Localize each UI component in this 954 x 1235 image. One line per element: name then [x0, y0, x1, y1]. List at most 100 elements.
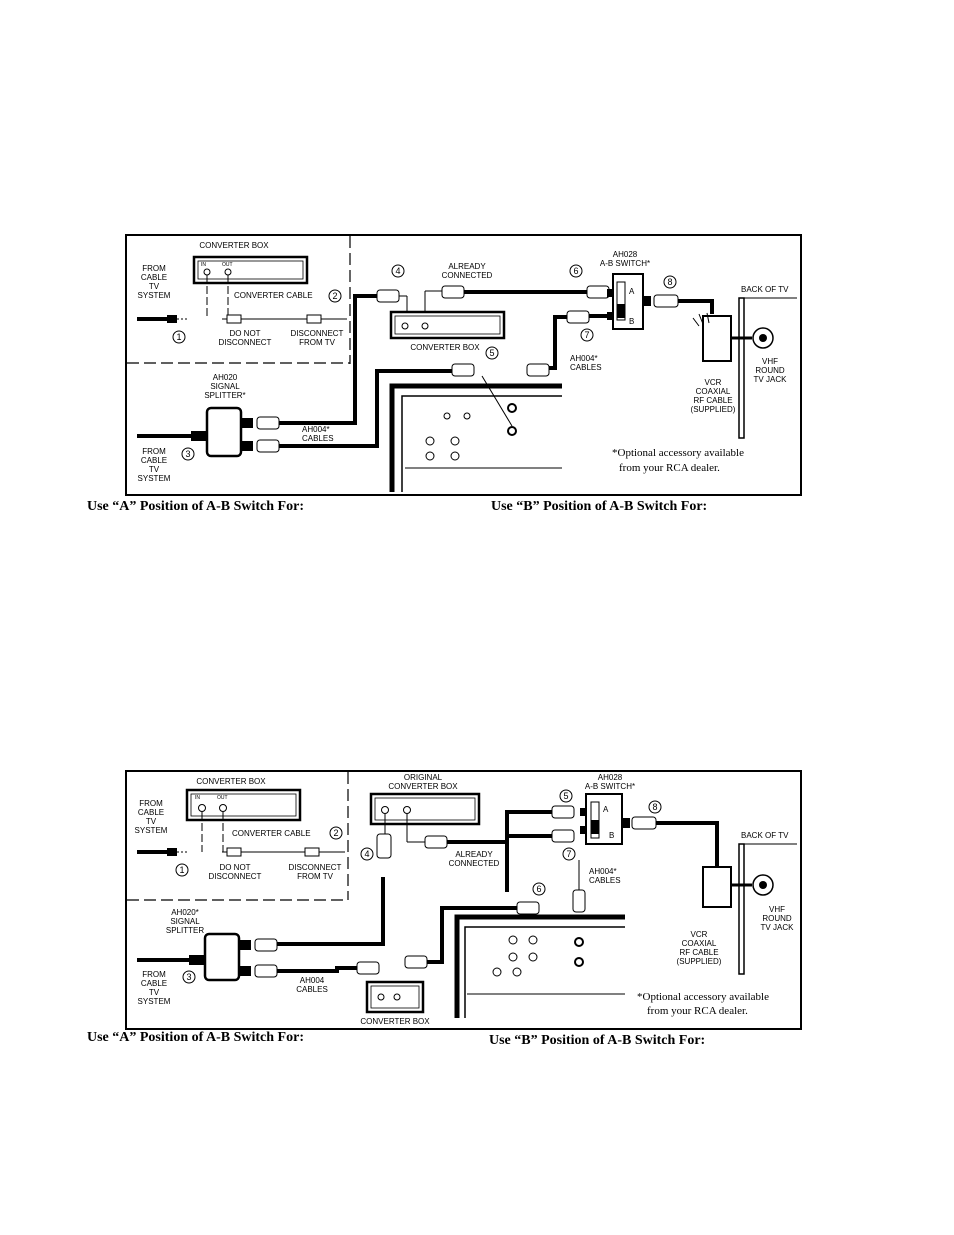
label-diagram2-numbers-6: 7 [566, 849, 571, 859]
callout-1 [172, 330, 186, 344]
vcr-back-panel [389, 383, 562, 492]
path-shape [447, 810, 552, 844]
label-diagram2-labels-original-1: ORIGINAL [404, 773, 443, 782]
rect-shape [404, 955, 428, 969]
label-diagram2-labels-vhf-2: ROUND [762, 914, 792, 923]
label-diagram2-labels-from-cable-1: FROM [139, 799, 163, 808]
rect-shape [190, 793, 297, 817]
label-diagram2-numbers-3: 4 [364, 849, 369, 859]
label-diagram2-labels-from-cable-b-4: SYSTEM [138, 997, 171, 1006]
circle-shape [508, 935, 518, 945]
circle-shape [528, 952, 538, 962]
rect-shape [203, 932, 241, 982]
label-diagram1-labels-from-cable-2: CABLE [141, 273, 167, 282]
rect-shape [254, 964, 278, 978]
label-diagram2-labels-disc-1: DISCONNECT [289, 863, 342, 872]
label-diagram1-labels-switch-b: B [629, 317, 634, 326]
label-diagram2-labels-original-2: CONVERTER BOX [388, 782, 458, 791]
rect-shape [424, 835, 448, 849]
label-diagram1-numbers-0: 1 [176, 332, 181, 342]
circle-shape [360, 847, 374, 861]
circle-shape [450, 436, 460, 446]
label-diagram1-labels-vcr-1: VCR [705, 378, 722, 387]
rect-shape [254, 938, 278, 952]
callout-7 [580, 328, 594, 342]
tv-back-panel [738, 297, 745, 439]
rect-shape [441, 285, 465, 299]
circle-shape [425, 451, 435, 461]
path-shape [454, 914, 625, 1018]
label-diagram2-labels-from-cable-b-1: FROM [142, 970, 166, 979]
label-diagram1-labels-already-1: ALREADY [448, 262, 486, 271]
label-diagram1-labels-converter-box-mid: CONVERTER BOX [410, 343, 480, 352]
label-diagram1-labels-signal-splitter-2: SIGNAL [210, 382, 240, 391]
label-diagram2-labels-switch-b: B [609, 831, 614, 840]
label-diagram1-labels-ah004-1: AH004* [302, 425, 330, 434]
rect-shape [566, 310, 590, 324]
path-shape [277, 966, 357, 973]
rect-shape [607, 312, 613, 320]
label-diagram2-labels-from-cable-b-2: CABLE [141, 979, 167, 988]
label-diagram2-labels-vcr-2: COAXIAL [682, 939, 717, 948]
connector-icon [167, 315, 177, 323]
path-shape [464, 926, 625, 1018]
label-diagram1-numbers-5: 6 [573, 266, 578, 276]
callout-2 [328, 289, 342, 303]
path-shape [678, 299, 714, 314]
rect-shape [241, 418, 253, 428]
label-diagram1-numbers-6: 7 [584, 330, 589, 340]
caption-a-position-2: Use “A” Position of A-B Switch For: [87, 1030, 304, 1045]
label-diagram2-labels-from-cable-4: SYSTEM [135, 826, 168, 835]
label-diagram1-labels-vcr-2: COAXIAL [696, 387, 731, 396]
vhf-jack-icon [752, 327, 774, 349]
label-diagram2-labels-switch-a: A [603, 805, 609, 814]
caption-b-position-2: Use “B” Position of A-B Switch For: [489, 1033, 706, 1048]
rect-shape [226, 847, 242, 857]
rect-shape [304, 847, 320, 857]
callout-4 [391, 264, 405, 278]
label-diagram1-numbers-1: 2 [332, 291, 337, 301]
rect-shape [631, 816, 657, 830]
rect-shape [653, 294, 679, 308]
label-diagram2-labels-vcr-1: VCR [691, 930, 708, 939]
label-diagram2-labels-from-cable-2: CABLE [138, 808, 164, 817]
optional-accessory-note-1: *Optional accessory available [612, 447, 744, 459]
label-diagram2-labels-vcr-3: RF CABLE [679, 948, 718, 957]
original-converter-box [369, 792, 481, 826]
rect-shape [239, 940, 251, 950]
circle-shape [574, 957, 584, 967]
label-diagram1-labels-switch-a: A [629, 287, 635, 296]
label-diagram2-labels-signal-splitter-3: SPLITTER [166, 926, 204, 935]
label-diagram2-labels-already-1: ALREADY [455, 850, 493, 859]
label-diagram1-labels-box-out: OUT [222, 262, 233, 268]
rect-shape [580, 808, 586, 816]
label-diagram2-labels-signal-splitter-2: SIGNAL [170, 917, 200, 926]
label-diagram2-labels-converter-cable: CONVERTER CABLE [232, 829, 311, 838]
optional-accessory-note-2: from your RCA dealer. [619, 462, 720, 474]
path-shape [427, 906, 517, 964]
label-diagram2-labels-ah004-2: CABLES [296, 985, 328, 994]
rect-shape [226, 314, 242, 324]
rect-shape [580, 826, 586, 834]
converter-box-bottom [365, 980, 425, 1014]
rect-shape [239, 966, 251, 976]
label-diagram2-labels-converter-box-top: CONVERTER BOX [196, 777, 266, 786]
cable-vcr-to-switch [542, 315, 567, 370]
label-diagram1-numbers-7: 8 [667, 277, 672, 287]
label-diagram1-labels-box-in: IN [201, 262, 206, 268]
label-diagram1-labels-ab-switch-1: AH028 [613, 250, 638, 259]
circle-shape [648, 800, 662, 814]
signal-splitter [205, 406, 243, 458]
label-diagram2-labels-do-not-1: DO NOT [219, 863, 250, 872]
cable-splitter-to-vcr [279, 369, 457, 448]
rect-shape [356, 961, 380, 975]
splitter-input-connector-icon [191, 431, 207, 441]
circle-shape [421, 322, 429, 330]
label-diagram2-labels-signal-splitter-1: AH020* [171, 908, 199, 917]
rect-shape [376, 833, 392, 859]
circle-shape [508, 952, 518, 962]
rect-shape [622, 818, 630, 828]
caption-a-position-1: Use “A” Position of A-B Switch For: [87, 499, 304, 514]
rect-shape [591, 820, 599, 834]
label-converter-box-top: CONVERTER BOX [199, 241, 269, 250]
